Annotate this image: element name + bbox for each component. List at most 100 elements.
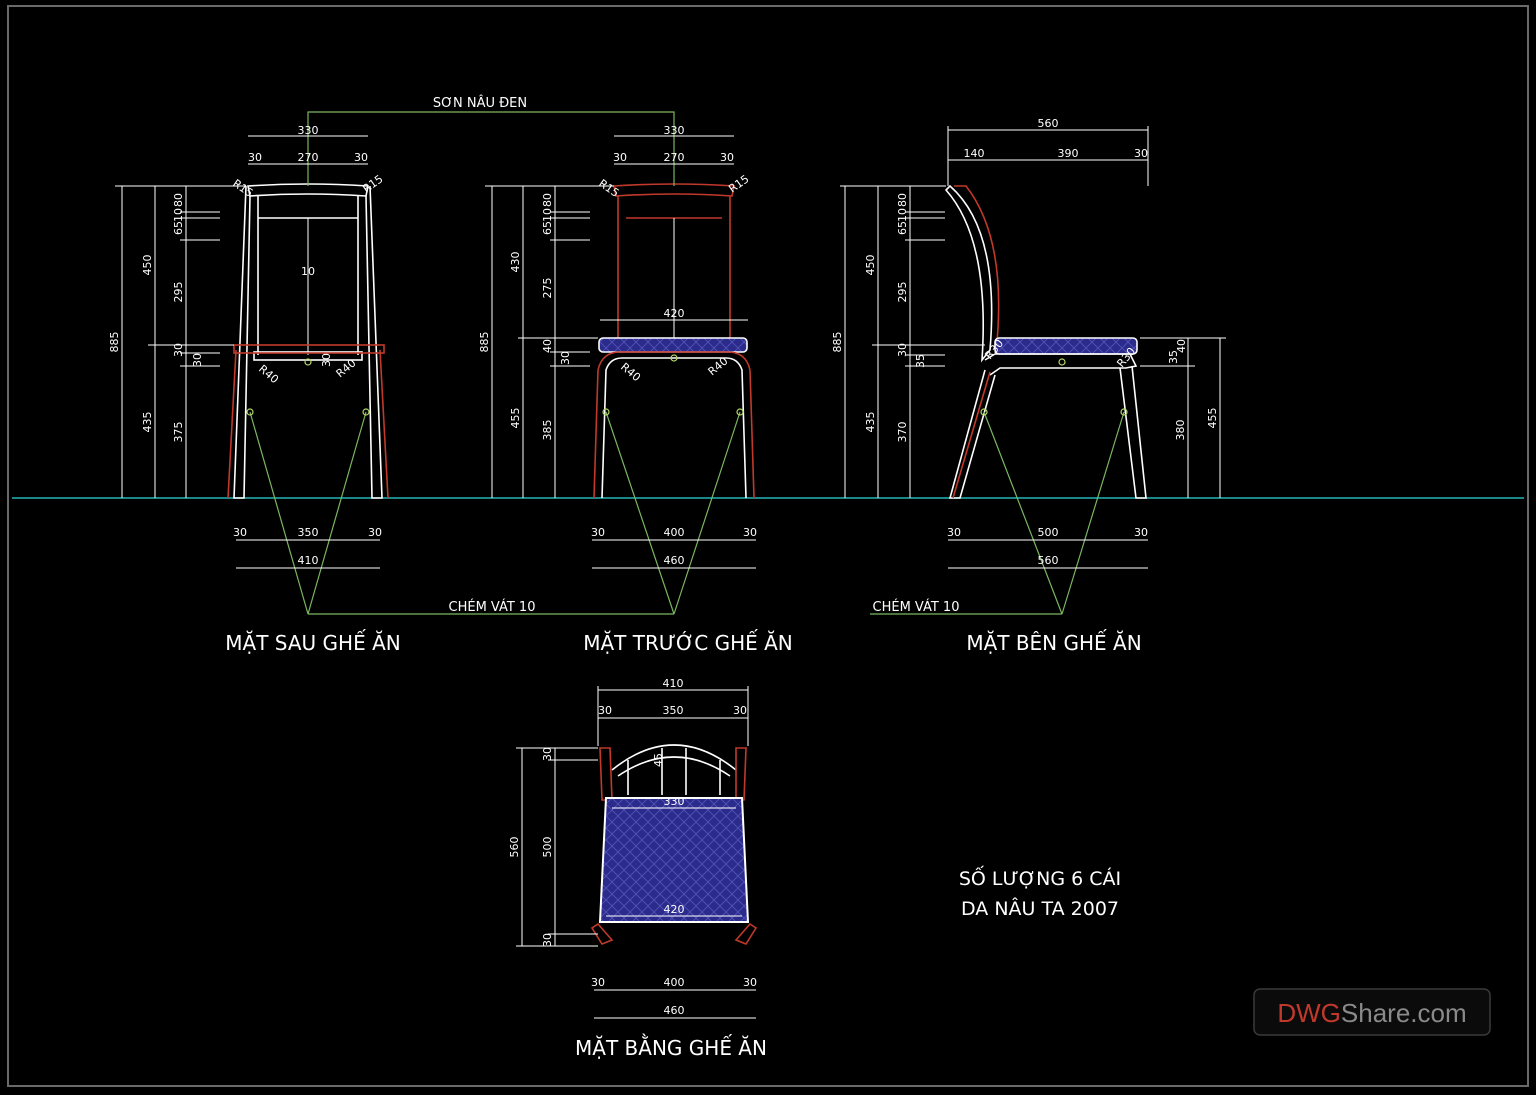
plan-view-dimensions: 410 30 350 30 45 330 420 560 30 500 30 3…: [508, 677, 757, 1017]
dim-label: 30: [541, 747, 554, 761]
dim-label: 80: [541, 193, 554, 207]
dim-label: 30: [896, 343, 909, 357]
dim-label: 560: [1038, 117, 1059, 130]
dim-label: 380: [1174, 420, 1187, 441]
dim-label: 30: [233, 526, 247, 539]
dim-label: 400: [664, 976, 685, 989]
dim-label: 30: [320, 353, 333, 367]
dim-label: 30: [613, 151, 627, 164]
dim-label: 420: [664, 903, 685, 916]
dim-label: 30: [172, 343, 185, 357]
sheet-border: [7, 5, 1529, 1087]
back-view: [227, 183, 389, 499]
dim-label: 350: [663, 704, 684, 717]
dim-label: 420: [664, 307, 685, 320]
side-view-dimensions: 560 140 390 30 885 450 435 80 10 65 295 …: [831, 117, 1219, 567]
dim-label: 270: [298, 151, 319, 164]
dim-label: 40: [541, 339, 554, 353]
dimension-lines: [115, 126, 1226, 1019]
dim-label: 30: [591, 976, 605, 989]
dim-label: 455: [1206, 408, 1219, 429]
dim-label: 35: [914, 354, 927, 368]
chamfer-label-right: CHÉM VÁT 10: [873, 599, 960, 615]
dim-label: 450: [141, 255, 154, 276]
dim-label: 45: [652, 753, 665, 767]
dim-label: 370: [896, 422, 909, 443]
note-material: DA NÂU TA 2007: [961, 897, 1119, 920]
dim-label: 500: [1038, 526, 1059, 539]
dim-label: 885: [108, 332, 121, 353]
dim-label: 30: [743, 976, 757, 989]
dim-label: 30: [591, 526, 605, 539]
title-back-view: MẶT SAU GHẾ ĂN: [225, 630, 400, 655]
watermark-part1: DWG: [1277, 998, 1341, 1028]
dim-label: 375: [172, 422, 185, 443]
watermark-part2: Share.com: [1341, 998, 1467, 1028]
dim-label: 40: [1175, 339, 1188, 353]
radius-label: R15: [726, 172, 751, 195]
dim-label: 10: [172, 208, 185, 222]
dim-label: 35: [1167, 350, 1180, 364]
radius-label: R40: [618, 360, 643, 384]
dim-label: 460: [664, 1004, 685, 1017]
dim-label: 330: [298, 124, 319, 137]
dim-label: 350: [298, 526, 319, 539]
dim-label: 455: [509, 408, 522, 429]
dim-label: 270: [664, 151, 685, 164]
dim-label: 80: [172, 193, 185, 207]
dim-label: 65: [541, 221, 554, 235]
dim-label: 330: [664, 795, 685, 808]
dim-label: 295: [896, 282, 909, 303]
dim-label: 30: [559, 351, 572, 365]
svg-text:DWGShare.com: DWGShare.com: [1277, 998, 1466, 1028]
dim-label: 295: [172, 282, 185, 303]
note-quantity: SỐ LƯỢNG 6 CÁI: [959, 864, 1121, 890]
leader-lines: [249, 111, 1125, 615]
dim-label: 30: [1134, 526, 1148, 539]
dim-label: 460: [664, 554, 685, 567]
title-side-view: MẶT BÊN GHẾ ĂN: [966, 630, 1141, 655]
annotation-labels: SƠN NÂU ĐEN CHÉM VÁT 10 CHÉM VÁT 10: [433, 95, 960, 615]
dim-label: 30: [1134, 147, 1148, 160]
dim-label: 30: [248, 151, 262, 164]
dim-label: 30: [541, 933, 554, 947]
dim-label: 385: [541, 420, 554, 441]
front-view: [593, 183, 755, 499]
dim-label: 30: [720, 151, 734, 164]
dim-label: 400: [664, 526, 685, 539]
dim-label: 65: [172, 221, 185, 235]
radius-label: R15: [360, 172, 385, 195]
dim-label: 10: [541, 208, 554, 222]
dim-label: 435: [864, 412, 877, 433]
dim-label: 560: [1038, 554, 1059, 567]
dim-label: 450: [864, 255, 877, 276]
dim-label: 885: [478, 332, 491, 353]
title-plan-view: MẶT BẰNG GHẾ ĂN: [575, 1034, 767, 1060]
dim-label: 410: [298, 554, 319, 567]
dim-label: 30: [598, 704, 612, 717]
dim-label: 10: [896, 208, 909, 222]
chamfer-label-left: CHÉM VÁT 10: [449, 599, 536, 615]
dim-label: 10: [301, 265, 315, 278]
dim-label: 140: [964, 147, 985, 160]
dim-label: 80: [896, 193, 909, 207]
dim-label: 500: [541, 837, 554, 858]
paint-label: SƠN NÂU ĐEN: [433, 95, 527, 111]
dim-label: 390: [1058, 147, 1079, 160]
dim-label: 30: [354, 151, 368, 164]
dim-label: 30: [743, 526, 757, 539]
watermark-logo: DWGShare.com: [1253, 988, 1491, 1036]
dim-label: 65: [896, 221, 909, 235]
side-view: [944, 184, 1147, 499]
dim-label: 30: [947, 526, 961, 539]
title-front-view: MẶT TRƯỚC GHẾ ĂN: [583, 630, 793, 655]
dim-label: 410: [663, 677, 684, 690]
radius-label: R40: [256, 362, 281, 386]
dim-label: 885: [831, 332, 844, 353]
leader-nodes: [246, 354, 1128, 416]
dim-label: 435: [141, 412, 154, 433]
dim-label: 560: [508, 837, 521, 858]
dim-label: 30: [368, 526, 382, 539]
dim-label: 275: [541, 278, 554, 299]
